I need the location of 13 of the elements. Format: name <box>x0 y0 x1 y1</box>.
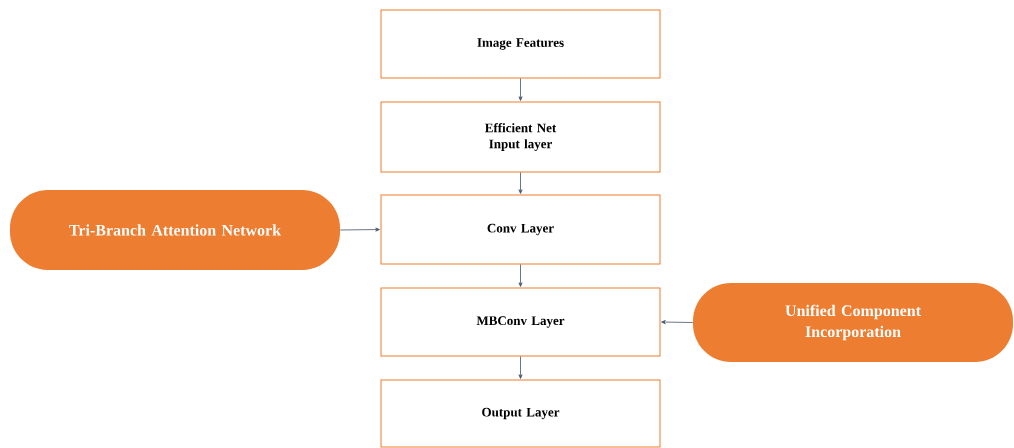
arrow <box>518 356 523 379</box>
process-box: Image Features <box>380 9 661 79</box>
arrow <box>518 78 523 101</box>
arrow <box>661 320 694 325</box>
process-box: MBConv Layer <box>380 287 661 357</box>
arrow <box>518 264 523 287</box>
process-box: Output Layer <box>380 379 661 448</box>
attention-pill: Unified Component Incorporation <box>693 283 1013 362</box>
arrow <box>339 227 380 232</box>
attention-pill: Tri-Branch Attention Network <box>10 190 340 270</box>
process-box: Efficient Net Input layer <box>380 101 661 173</box>
process-box: Conv Layer <box>380 194 661 265</box>
arrow <box>518 172 523 194</box>
